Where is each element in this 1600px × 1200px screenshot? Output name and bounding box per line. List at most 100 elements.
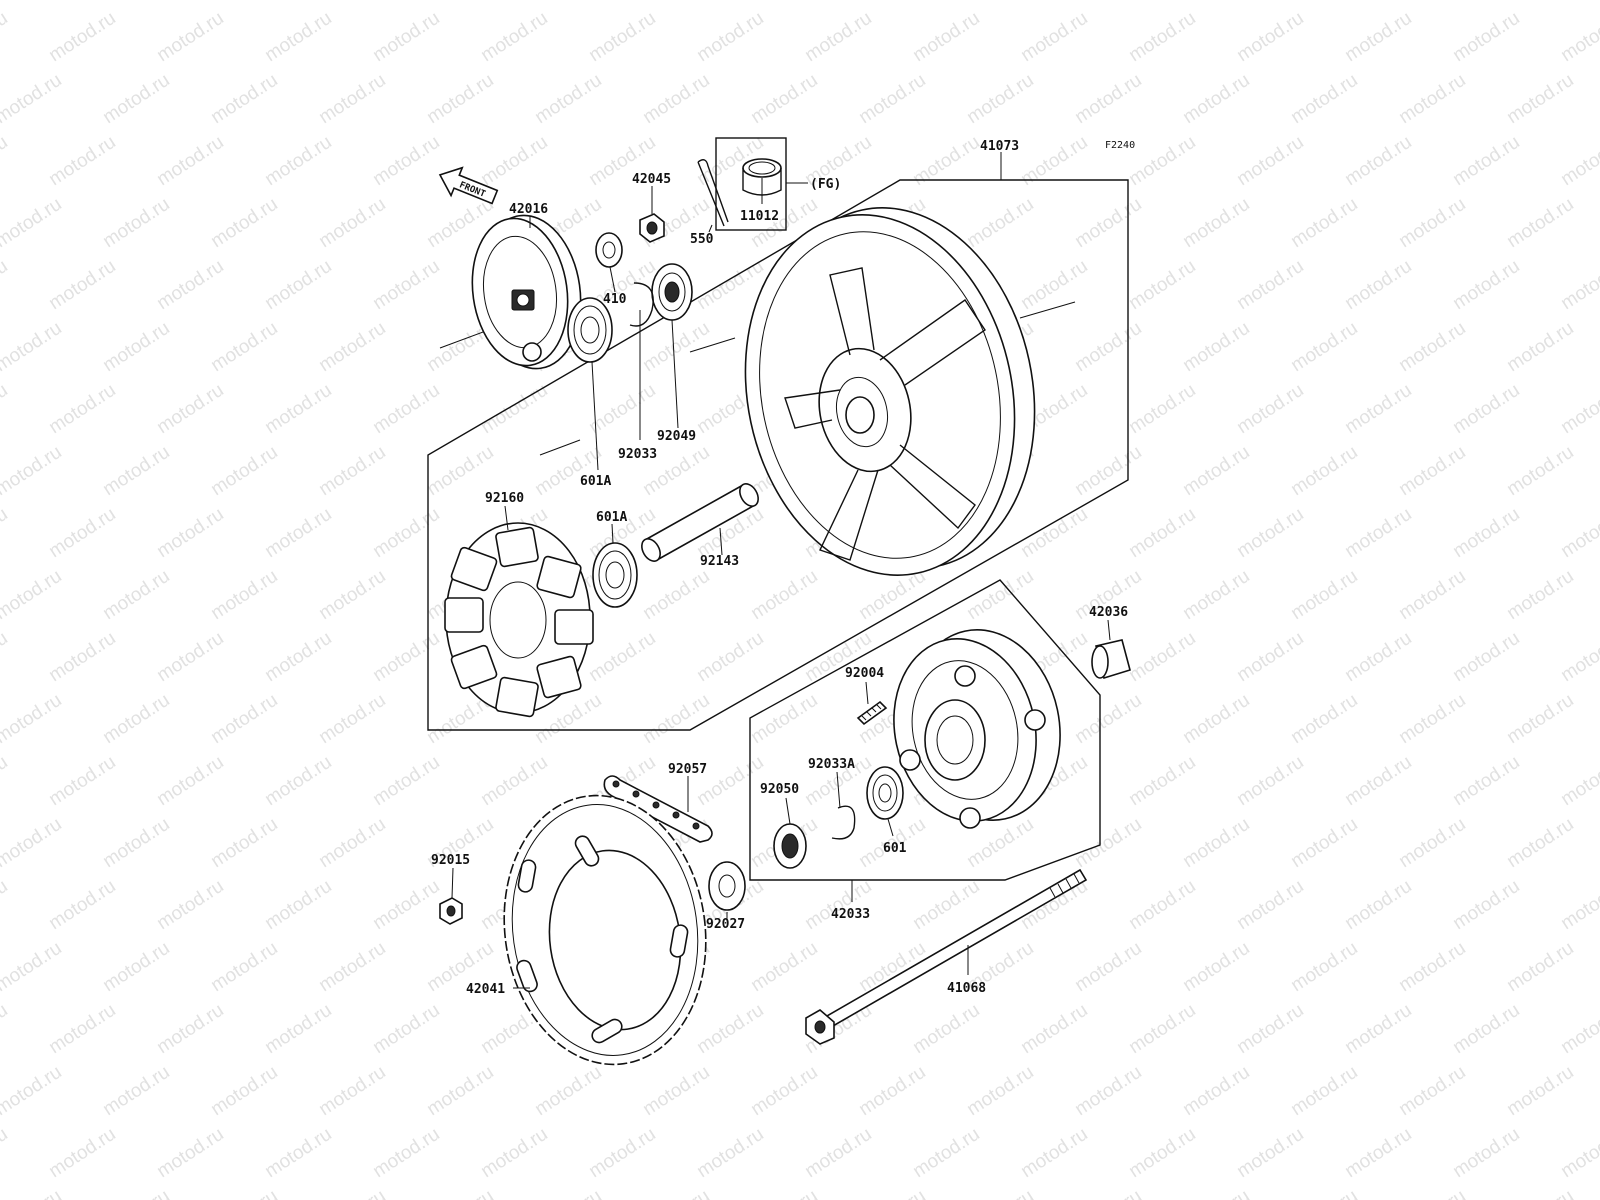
label-92033: 92033 (618, 447, 657, 462)
stud-92004 (856, 700, 888, 726)
watermark-text: motod.ru (1233, 380, 1307, 438)
watermark-text: motod.ru (45, 628, 119, 686)
collar-42036 (1091, 639, 1131, 680)
watermark-text: motod.ru (747, 938, 821, 996)
watermark-text: motod.ru (0, 70, 66, 128)
watermark-text: motod.ru (1233, 504, 1307, 562)
watermark-text: motod.ru (1179, 690, 1253, 748)
watermark-text: motod.ru (369, 504, 443, 562)
watermark-text: motod.ru (369, 1000, 443, 1058)
watermark-text: motod.ru (477, 380, 551, 438)
watermark-text: motod.ru (315, 318, 389, 376)
watermark-text: motod.ru (1395, 814, 1469, 872)
label-42045: 42045 (632, 172, 671, 187)
watermark-text: motod.ru (639, 690, 713, 748)
watermark-text: motod.ru (1341, 1124, 1415, 1182)
watermark-text: motod.ru (639, 1186, 713, 1200)
watermark-text: motod.ru (0, 380, 12, 438)
watermark-text: motod.ru (1503, 442, 1577, 500)
watermark-text: motod.ru (0, 0, 66, 4)
label-410: 410 (603, 292, 627, 307)
watermark-text: motod.ru (1233, 752, 1307, 810)
watermark-text: motod.ru (1449, 256, 1523, 314)
watermark-text: motod.ru (1179, 566, 1253, 624)
watermark-text: motod.ru (153, 1000, 227, 1058)
watermark-text: motod.ru (423, 70, 497, 128)
watermark-text: motod.ru (0, 1000, 12, 1058)
watermark-text: motod.ru (909, 1124, 983, 1182)
label-92004: 92004 (845, 666, 884, 681)
watermark-text: motod.ru (1071, 194, 1145, 252)
figure-code: F2240 (1105, 140, 1135, 151)
watermark-text: motod.ru (1395, 938, 1469, 996)
watermark-text: motod.ru (639, 566, 713, 624)
watermark-text: motod.ru (1557, 752, 1600, 810)
watermark-text: motod.ru (369, 1124, 443, 1182)
watermark-text: motod.ru (1395, 70, 1469, 128)
watermark-text: motod.ru (0, 1062, 66, 1120)
watermark-text: motod.ru (1071, 938, 1145, 996)
watermark-text: motod.ru (45, 8, 119, 66)
watermark-text: motod.ru (45, 1124, 119, 1182)
watermark-text: motod.ru (1287, 0, 1361, 4)
watermark-text: motod.ru (153, 628, 227, 686)
watermark-text: motod.ru (639, 70, 713, 128)
watermark-text: motod.ru (315, 70, 389, 128)
watermark-text: motod.ru (0, 752, 12, 810)
watermark-text: motod.ru (369, 8, 443, 66)
watermark-text: motod.ru (585, 380, 659, 438)
watermark-text: motod.ru (261, 1124, 335, 1182)
watermark-text: motod.ru (1341, 752, 1415, 810)
watermark-text: motod.ru (1287, 938, 1361, 996)
watermark-text: motod.ru (99, 814, 173, 872)
watermark-text: motod.ru (1449, 504, 1523, 562)
watermark-text: motod.ru (0, 504, 12, 562)
watermark-text: motod.ru (0, 690, 66, 748)
nut-42045 (639, 213, 665, 243)
watermark-text: motod.ru (1125, 504, 1199, 562)
watermark-text: motod.ru (369, 628, 443, 686)
watermark-text: motod.ru (207, 938, 281, 996)
watermark-text: motod.ru (1071, 318, 1145, 376)
watermark-text: motod.ru (1071, 1062, 1145, 1120)
watermark-text: motod.ru (1071, 0, 1145, 4)
watermark-text: motod.ru (1017, 504, 1091, 562)
hub-assembly-frame (749, 579, 1101, 881)
nut-92015 (439, 897, 463, 925)
watermark-text: motod.ru (207, 1186, 281, 1200)
watermark-text: motod.ru (261, 380, 335, 438)
watermark-text: motod.ru (315, 194, 389, 252)
watermark-text: motod.ru (99, 0, 173, 4)
watermark-text: motod.ru (1125, 1000, 1199, 1058)
watermark-text: motod.ru (1287, 442, 1361, 500)
watermark-text: motod.ru (1449, 1124, 1523, 1182)
watermark-text: motod.ru (45, 256, 119, 314)
watermark-text: motod.ru (1341, 504, 1415, 562)
watermark-text: motod.ru (1179, 194, 1253, 252)
watermark-text: motod.ru (693, 628, 767, 686)
watermark-text: motod.ru (99, 70, 173, 128)
watermark-text: motod.ru (153, 752, 227, 810)
watermark-text: motod.ru (0, 8, 12, 66)
watermark-text: motod.ru (1341, 1000, 1415, 1058)
label-fg: (FG) (810, 177, 841, 192)
watermark-text: motod.ru (1503, 1062, 1577, 1120)
watermark-text: motod.ru (1017, 1124, 1091, 1182)
watermark-text: motod.ru (1287, 1062, 1361, 1120)
watermark-text: motod.ru (801, 876, 875, 934)
watermark-text: motod.ru (855, 1186, 929, 1200)
watermark-text: motod.ru (1449, 380, 1523, 438)
watermark-text: motod.ru (207, 566, 281, 624)
watermark-text: motod.ru (1125, 876, 1199, 934)
watermark-text: motod.ru (1179, 938, 1253, 996)
watermark-text: motod.ru (1503, 938, 1577, 996)
label-92050: 92050 (760, 782, 799, 797)
watermark-text: motod.ru (1125, 256, 1199, 314)
watermark-text: motod.ru (0, 1124, 12, 1182)
label-92049: 92049 (657, 429, 696, 444)
watermark-text: motod.ru (207, 0, 281, 4)
label-42036: 42036 (1089, 605, 1128, 620)
watermark-text: motod.ru (1287, 690, 1361, 748)
watermark-text: motod.ru (207, 442, 281, 500)
